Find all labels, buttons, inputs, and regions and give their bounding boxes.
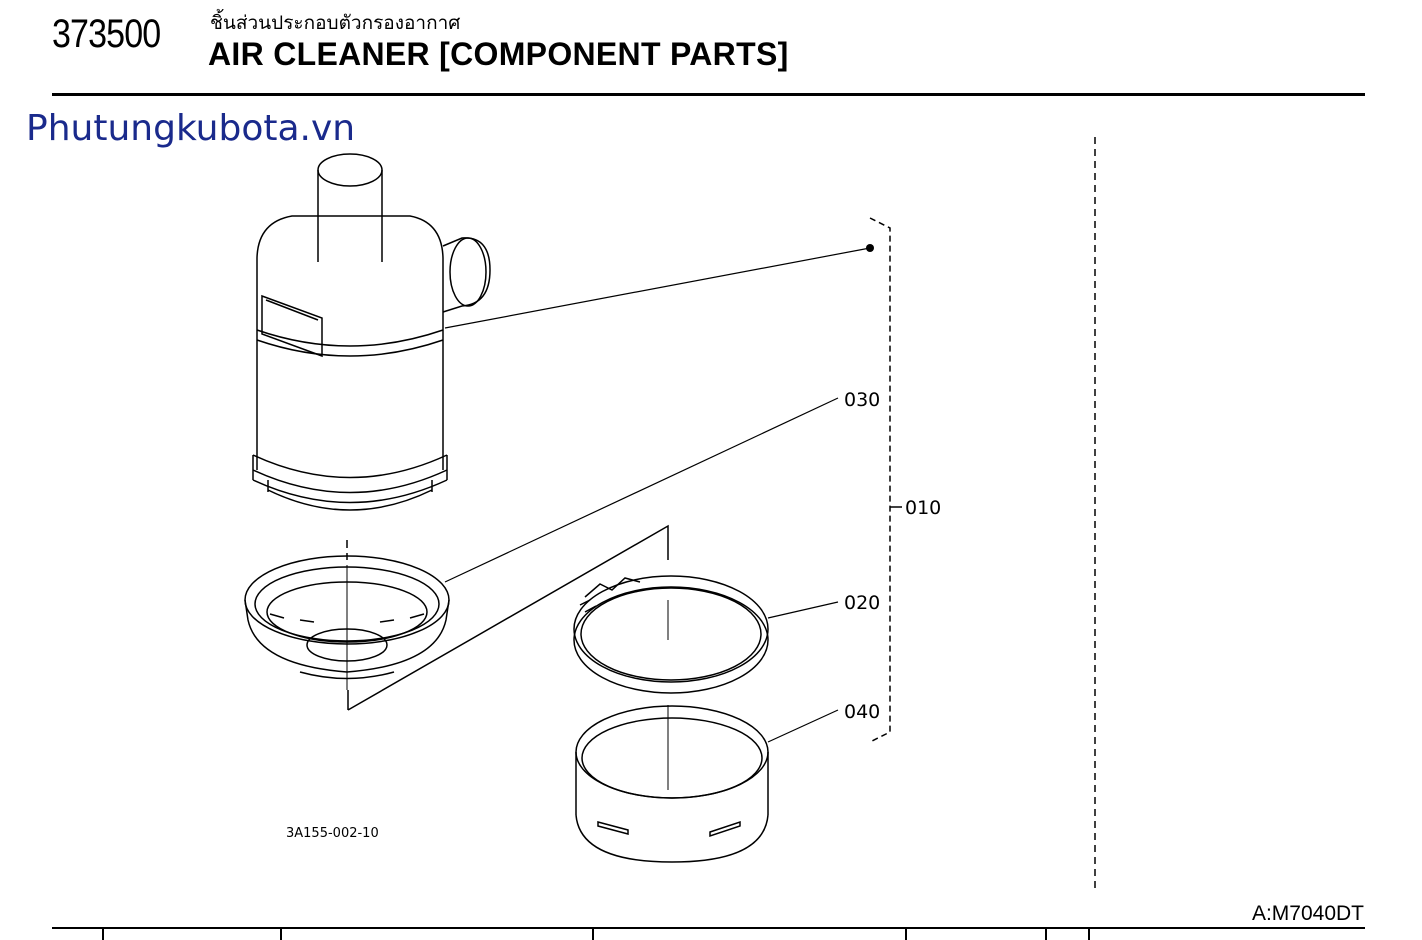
callout-030[interactable]: 030 — [844, 389, 880, 411]
callout-040[interactable]: 040 — [844, 701, 880, 723]
thai-title: ชิ้นส่วนประกอบตัวกรองอากาศ — [210, 12, 461, 34]
table-column-divider — [1045, 929, 1047, 940]
table-column-divider — [280, 929, 282, 940]
header-divider — [52, 93, 1365, 96]
watermark: Phutungkubota.vn — [26, 108, 356, 149]
clamp-band — [573, 575, 769, 694]
callout-010[interactable]: 010 — [905, 497, 941, 519]
table-column-divider — [102, 929, 104, 940]
footer-divider — [52, 927, 1365, 929]
table-column-divider — [592, 929, 594, 940]
part-group-code: 373500 — [52, 12, 161, 56]
page-title: AIR CLEANER [COMPONENT PARTS] — [208, 36, 789, 72]
model-label: A:M7040DT — [1251, 902, 1364, 925]
drawing-number: 3A155-002-10 — [286, 826, 379, 841]
table-column-divider — [905, 929, 907, 940]
air-cleaner-body — [252, 153, 491, 511]
cover-band — [575, 705, 769, 863]
table-column-divider — [1088, 929, 1090, 940]
dust-cup — [244, 555, 450, 680]
callout-020[interactable]: 020 — [844, 592, 880, 614]
